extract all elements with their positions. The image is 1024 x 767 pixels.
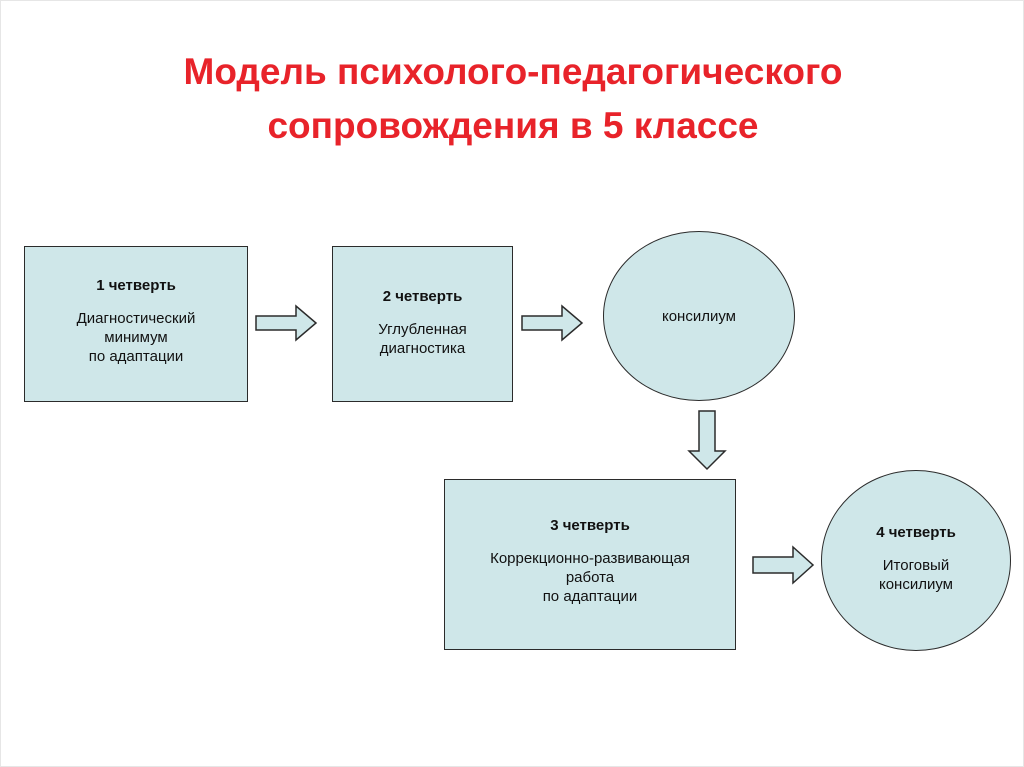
node-quarter-3-body: Коррекционно-развивающая работа по адапт… (490, 549, 690, 606)
node-quarter-1-head: 1 четверть (96, 277, 176, 294)
node-quarter-2: 2 четверть Углубленная диагностика (332, 246, 513, 402)
node-quarter-3-line-3: по адаптации (542, 588, 638, 605)
node-quarter-2-line-2: диагностика (379, 340, 466, 357)
node-quarter-3-line-1: Коррекционно-развивающая (490, 550, 690, 567)
node-quarter-1: 1 четверть Диагностический минимум по ад… (24, 246, 248, 402)
title-line-2: сопровождения в 5 классе (267, 105, 759, 146)
node-council-line-1: консилиум (661, 308, 736, 325)
arrow-q1-to-q2 (255, 304, 318, 342)
node-quarter-4-body: Итоговый консилиум (879, 556, 953, 594)
node-quarter-4-line-2: консилиум (878, 576, 953, 593)
node-quarter-3: 3 четверть Коррекционно-развивающая рабо… (444, 479, 736, 650)
node-quarter-1-line-1: Диагностический (76, 310, 196, 327)
node-quarter-1-line-3: по адаптации (88, 348, 184, 365)
node-quarter-2-head: 2 четверть (382, 288, 463, 305)
node-council-body: консилиум (662, 307, 736, 326)
arrow-council-to-q3 (687, 410, 727, 471)
node-quarter-3-head: 3 четверть (550, 517, 630, 534)
node-quarter-2-line-1: Углубленная (378, 321, 467, 338)
slide-title: Модель психолого-педагогического сопрово… (61, 45, 965, 153)
node-quarter-3-line-2: работа (565, 569, 615, 586)
node-quarter-4-head: 4 четверть (876, 524, 956, 541)
node-quarter-1-body: Диагностический минимум по адаптации (77, 309, 196, 366)
node-quarter-1-line-2: минимум (104, 329, 168, 346)
arrow-q3-to-q4 (752, 545, 815, 585)
node-quarter-4-line-1: Итоговый (882, 557, 950, 574)
node-quarter-4: 4 четверть Итоговый консилиум (821, 470, 1011, 651)
title-line-1: Модель психолого-педагогического (183, 51, 843, 92)
arrow-q2-to-council (521, 304, 584, 342)
node-council: консилиум (603, 231, 795, 401)
node-quarter-2-body: Углубленная диагностика (378, 320, 466, 358)
